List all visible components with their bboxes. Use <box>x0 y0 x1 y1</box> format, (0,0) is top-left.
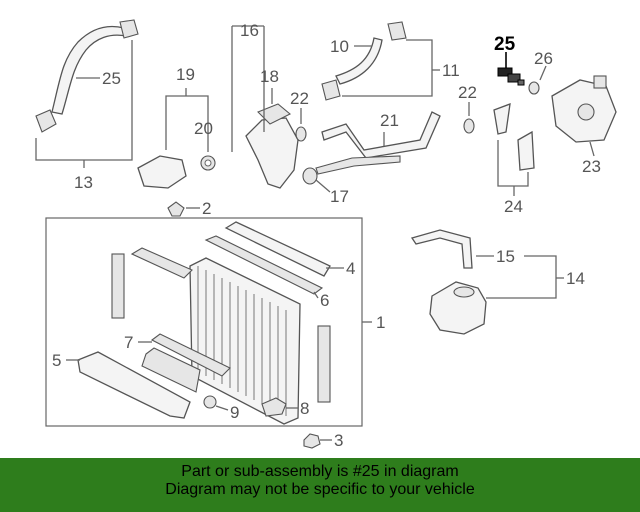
thermostat-housing <box>137 155 216 189</box>
callout-16: 16 <box>240 21 259 40</box>
callout-13: 13 <box>74 173 93 192</box>
callout-23: 23 <box>582 157 601 176</box>
callout-7: 7 <box>124 333 133 352</box>
part-25-sensor <box>497 67 525 86</box>
banner-line-1: Part or sub-assembly is #25 in diagram <box>181 463 459 480</box>
callout-2: 2 <box>202 199 211 218</box>
cap-3 <box>303 433 321 449</box>
callout-12: 25 <box>102 69 121 88</box>
upper-tank-4 <box>204 221 331 295</box>
seal-top <box>130 247 193 279</box>
callout-4: 4 <box>346 259 355 278</box>
callout-24: 24 <box>504 197 523 216</box>
callout-11: 11 <box>442 61 460 80</box>
parts-diagram: 25 13 19 20 16 18 17 10 11 22 22 <box>35 19 617 450</box>
callout-21: 21 <box>380 111 399 130</box>
bracket-24 <box>493 103 535 171</box>
water-pipe-21 <box>315 111 441 175</box>
callout-25: 25 <box>494 34 516 55</box>
drain-cock-2 <box>167 201 185 217</box>
callout-5: 5 <box>52 351 61 370</box>
seal-7 <box>150 333 231 377</box>
callout-22-left: 22 <box>290 89 309 108</box>
seal-right <box>317 325 331 403</box>
callout-9: 9 <box>230 403 239 422</box>
reservoir-tank-14 <box>429 281 487 335</box>
seal-7b <box>141 347 201 393</box>
callout-14: 14 <box>566 269 585 288</box>
drain-plug-8 <box>261 397 287 417</box>
hose-10 <box>321 21 407 101</box>
callout-10: 10 <box>330 37 349 56</box>
callout-6: 6 <box>320 291 329 310</box>
callout-17: 17 <box>330 187 349 206</box>
callout-3: 3 <box>334 431 343 450</box>
callout-22-right: 22 <box>458 83 477 102</box>
reservoir-hose-15 <box>410 229 473 269</box>
water-inlet-16 <box>245 103 318 189</box>
water-outlet-23 <box>551 75 617 143</box>
banner-line-2: Diagram may not be specific to your vehi… <box>165 481 475 498</box>
callout-15: 15 <box>496 247 515 266</box>
notice-banner: Part or sub-assembly is #25 in diagram D… <box>0 458 640 512</box>
gasket-22-left <box>295 126 307 142</box>
callout-20: 20 <box>194 119 213 138</box>
callout-19: 19 <box>176 65 195 84</box>
seal-left <box>111 253 125 319</box>
gasket-22-right <box>463 118 475 134</box>
radiator-core <box>189 257 301 425</box>
lower-tank-5 <box>77 351 191 419</box>
callout-18: 18 <box>260 67 279 86</box>
callout-26: 26 <box>534 49 553 68</box>
callout-1: 1 <box>376 313 385 332</box>
o-ring-26 <box>528 81 540 95</box>
hose-12 <box>35 19 139 133</box>
o-ring-9 <box>203 395 217 409</box>
callout-8: 8 <box>300 399 309 418</box>
